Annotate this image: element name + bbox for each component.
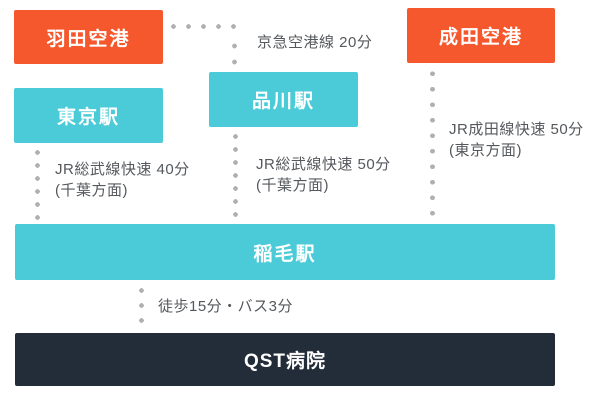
connector-dots-haneda-shinagawa-horizontal [166,24,242,29]
node-inage-station: 稲毛駅 [15,224,555,280]
node-tokyo-station: 東京駅 [14,88,163,143]
route-label-sobu-rapid-from-tokyo: JR総武線快速 40分 (千葉方面) [55,159,190,201]
route-direction-note: (東京方面) [449,142,522,159]
route-direction-note: (千葉方面) [256,177,329,194]
route-label-keikyu-airport-line: 京急空港線 20分 [257,32,372,53]
route-line-name: 徒歩15分・バス3分 [158,298,294,315]
node-narita-airport: 成田空港 [407,8,555,63]
route-line-name: JR成田線快速 50分 [449,121,584,138]
connector-dots-haneda-shinagawa-vertical [231,38,237,70]
route-direction-note: (千葉方面) [55,182,128,199]
connector-dots-tokyo-inage [34,146,40,224]
node-qst-hospital: QST病院 [15,333,555,386]
route-label-walk-bus: 徒歩15分・バス3分 [158,296,293,317]
node-label-tokyo: 東京駅 [56,107,120,128]
node-haneda-airport: 羽田空港 [14,10,163,64]
connector-dots-narita-inage [429,66,435,221]
node-label-narita: 成田空港 [438,27,523,48]
node-label-shinagawa: 品川駅 [251,91,315,112]
node-label-haneda: 羽田空港 [46,28,131,50]
route-label-narita-rapid: JR成田線快速 50分 (東京方面) [449,119,584,161]
node-label-qst: QST病院 [243,351,327,372]
connector-dots-shinagawa-inage [232,130,238,221]
route-label-sobu-rapid-from-shinagawa: JR総武線快速 50分 (千葉方面) [256,154,391,196]
route-line-name: 京急空港線 20分 [257,34,373,51]
route-line-name: JR総武線快速 50分 [256,156,391,173]
node-shinagawa-station: 品川駅 [209,72,358,127]
connector-dots-inage-qst [138,283,144,328]
route-line-name: JR総武線快速 40分 [55,161,190,178]
node-label-inage: 稲毛駅 [253,243,317,265]
